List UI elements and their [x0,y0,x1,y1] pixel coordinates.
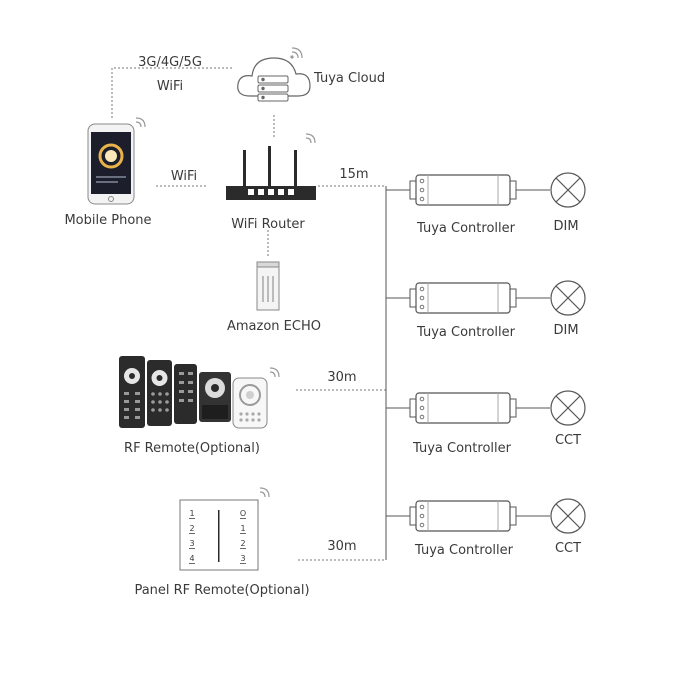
network-label-top: 3G/4G/5G [138,55,202,70]
rf-remote-label: RF Remote(Optional) [124,441,260,456]
echo-label: Amazon ECHO [227,319,321,334]
distance-router: 15m [339,167,368,182]
distance-panel: 30m [327,539,356,554]
router-antenna-left [243,150,246,188]
rf-remotes: RF Remote(Optional) [119,356,280,456]
controller-device [409,174,517,206]
phone-label: Mobile Phone [64,213,151,228]
wireless-signal-icon [259,487,270,498]
load-label: DIM [553,323,578,338]
panel-rf-remote: 1 2 3 4 O 1 2 3 Panel RF Remote(Optional… [134,487,310,598]
controller-device [409,392,517,424]
distance-rf: 30m [327,370,356,385]
phone-dial-center [105,150,117,162]
controller-row-4: Tuya Controller CCT [409,498,586,558]
controller-row-3: Tuya Controller CCT [409,390,586,456]
panel-key-right-4: 3 [240,554,245,563]
panel-key-left-4: 4 [189,554,194,563]
lamp-icon [550,172,586,208]
load-label: CCT [555,541,581,556]
phone-home-button [108,196,114,202]
load-label: DIM [553,219,578,234]
server-stack-icon [257,75,289,102]
rf-remote-4 [199,372,231,422]
phone-link-label: WiFi [171,169,197,184]
tuya-cloud: Tuya Cloud [237,47,385,102]
wireless-signal-icon [305,133,316,144]
controller-label: Tuya Controller [416,221,516,236]
phone-dial-ring [98,143,124,169]
panel-key-right-1: O [240,509,246,518]
amazon-echo: Amazon ECHO [227,261,321,334]
load-label: CCT [555,433,581,448]
phone-screen [91,132,131,194]
cloud-label: Tuya Cloud [313,71,385,86]
controller-row-2: Tuya Controller DIM [409,280,586,340]
mobile-phone: Mobile Phone [64,117,152,228]
lamp-icon [550,498,586,534]
rf-remote-5 [232,377,268,429]
phone-cloud-link [111,67,232,118]
rf-remote-1 [119,356,145,428]
controller-device [409,282,517,314]
wireless-signal-icon [135,117,146,128]
panel-key-left-3: 3 [189,539,194,548]
rf-remote-2 [147,360,172,426]
controller-label: Tuya Controller [416,325,516,340]
router-antenna-middle [268,146,271,188]
panel-key-left-1: 1 [189,509,194,518]
controller-label: Tuya Controller [412,441,512,456]
lamp-icon [550,390,586,426]
controller-device [409,500,517,532]
wireless-signal-icon [269,367,280,378]
connection-lines [111,67,550,561]
router-antenna-right [294,150,297,188]
controller-row-1: Tuya Controller DIM [409,172,586,236]
panel-remote-label: Panel RF Remote(Optional) [134,583,309,598]
panel-slider [218,510,220,562]
lamp-icon [550,280,586,316]
router-label: WiFi Router [231,217,305,232]
panel-key-left-2: 2 [189,524,194,533]
wireless-signal-icon [290,47,303,59]
rf-remote-3 [174,364,197,424]
wifi-router: WiFi Router [226,133,316,232]
panel-key-right-2: 1 [240,524,245,533]
network-label-bottom: WiFi [157,79,183,94]
panel-key-right-3: 2 [240,539,245,548]
controller-label: Tuya Controller [414,543,514,558]
